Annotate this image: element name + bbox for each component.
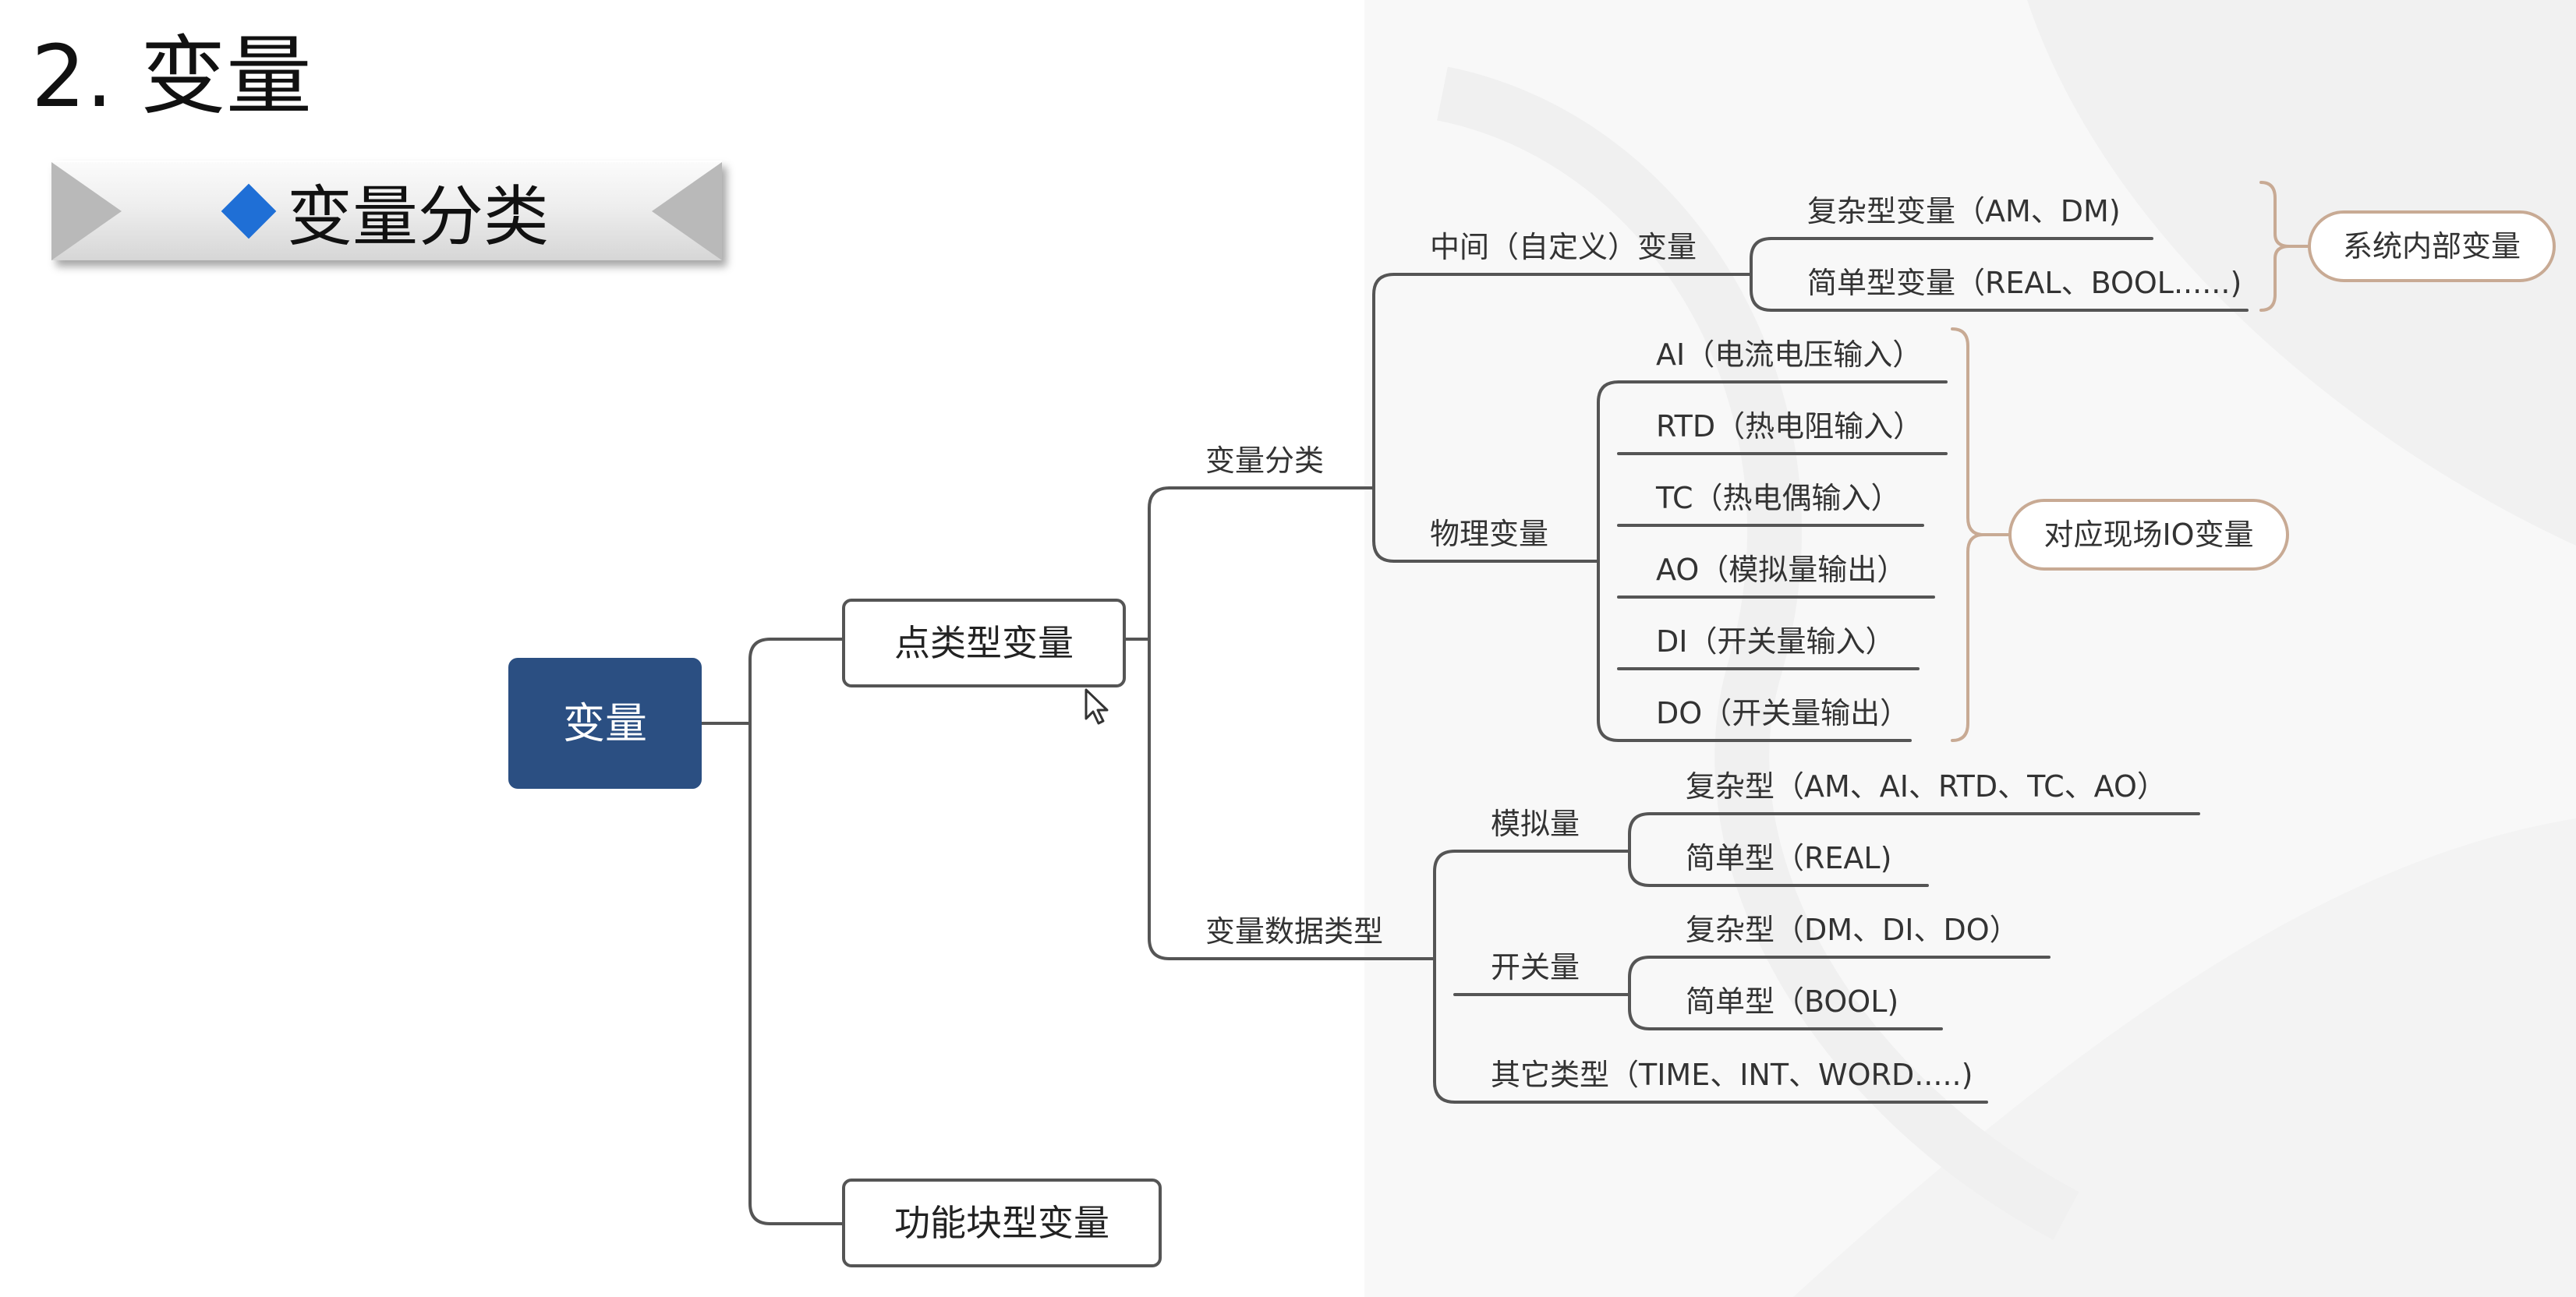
leaf-ao: AO（模拟量输出） [1656, 553, 1906, 587]
root-label: 变量 [563, 699, 647, 748]
leaf-analog-complex: 复杂型（AM、AI、RTD、TC、AO） [1686, 769, 2167, 804]
node-function-block[interactable] [842, 1179, 1162, 1267]
leaf-di: DI（开关量输入） [1656, 624, 1895, 659]
connector-intermediate-spine [1750, 237, 1773, 312]
label-data-type: 变量数据类型 [1205, 914, 1383, 949]
root-node[interactable] [508, 658, 702, 789]
label-point-type: 点类型变量 [894, 622, 1074, 664]
section-banner: 变量分类 [51, 161, 722, 260]
label-other: 其它类型（TIME、INT、WORD.....) [1491, 1058, 1973, 1092]
leaf-ai: AI（电流电压输入） [1656, 338, 1922, 372]
bracket-system-internal [2259, 181, 2291, 312]
connector-root-spine [748, 638, 772, 1225]
label-physical: 物理变量 [1430, 517, 1548, 551]
leaf-switch-complex: 复杂型（DM、DI、DO） [1686, 913, 2019, 947]
node-point-type[interactable] [842, 599, 1126, 687]
leaf-switch-simple: 简单型（BOOL) [1686, 984, 1898, 1019]
label-classification: 变量分类 [1205, 444, 1324, 478]
mouse-cursor-icon [1085, 688, 1109, 725]
leaf-tc: TC（热电偶输入） [1655, 481, 1901, 515]
note-system-internal[interactable] [2308, 210, 2556, 282]
note-field-io[interactable] [2008, 499, 2289, 571]
connector-analog-spine [1628, 812, 1651, 887]
note-system-internal-label: 系统内部变量 [2343, 229, 2521, 263]
note-field-io-label: 对应现场IO变量 [2043, 518, 2253, 552]
leaf-analog-simple: 简单型（REAL) [1686, 841, 1891, 875]
connector-classification-spine [1372, 273, 1396, 563]
leaf-do: DO（开关量输出） [1656, 696, 1909, 730]
label-switch: 开关量 [1491, 950, 1580, 984]
leaf-complex-var: 复杂型变量（AM、DM) [1807, 194, 2121, 228]
connector-physical-spine [1597, 380, 1620, 742]
label-analog: 模拟量 [1491, 807, 1580, 841]
leaf-simple-var: 简单型变量（REAL、BOOL......) [1807, 266, 2242, 300]
diamond-icon [221, 183, 277, 239]
connector-level2-spine [1148, 486, 1171, 960]
label-intermediate: 中间（自定义）变量 [1430, 230, 1697, 264]
banner-label: 变量分类 [286, 178, 549, 255]
connector-datatype-spine [1433, 850, 1456, 1104]
bracket-field-io [1951, 327, 1985, 742]
label-function-block: 功能块型变量 [894, 1202, 1109, 1244]
slide-title: 2. 变量 [31, 27, 312, 126]
leaf-rtd: RTD（热电阻输入） [1656, 409, 1923, 444]
connector-switch-spine [1628, 956, 1651, 1030]
